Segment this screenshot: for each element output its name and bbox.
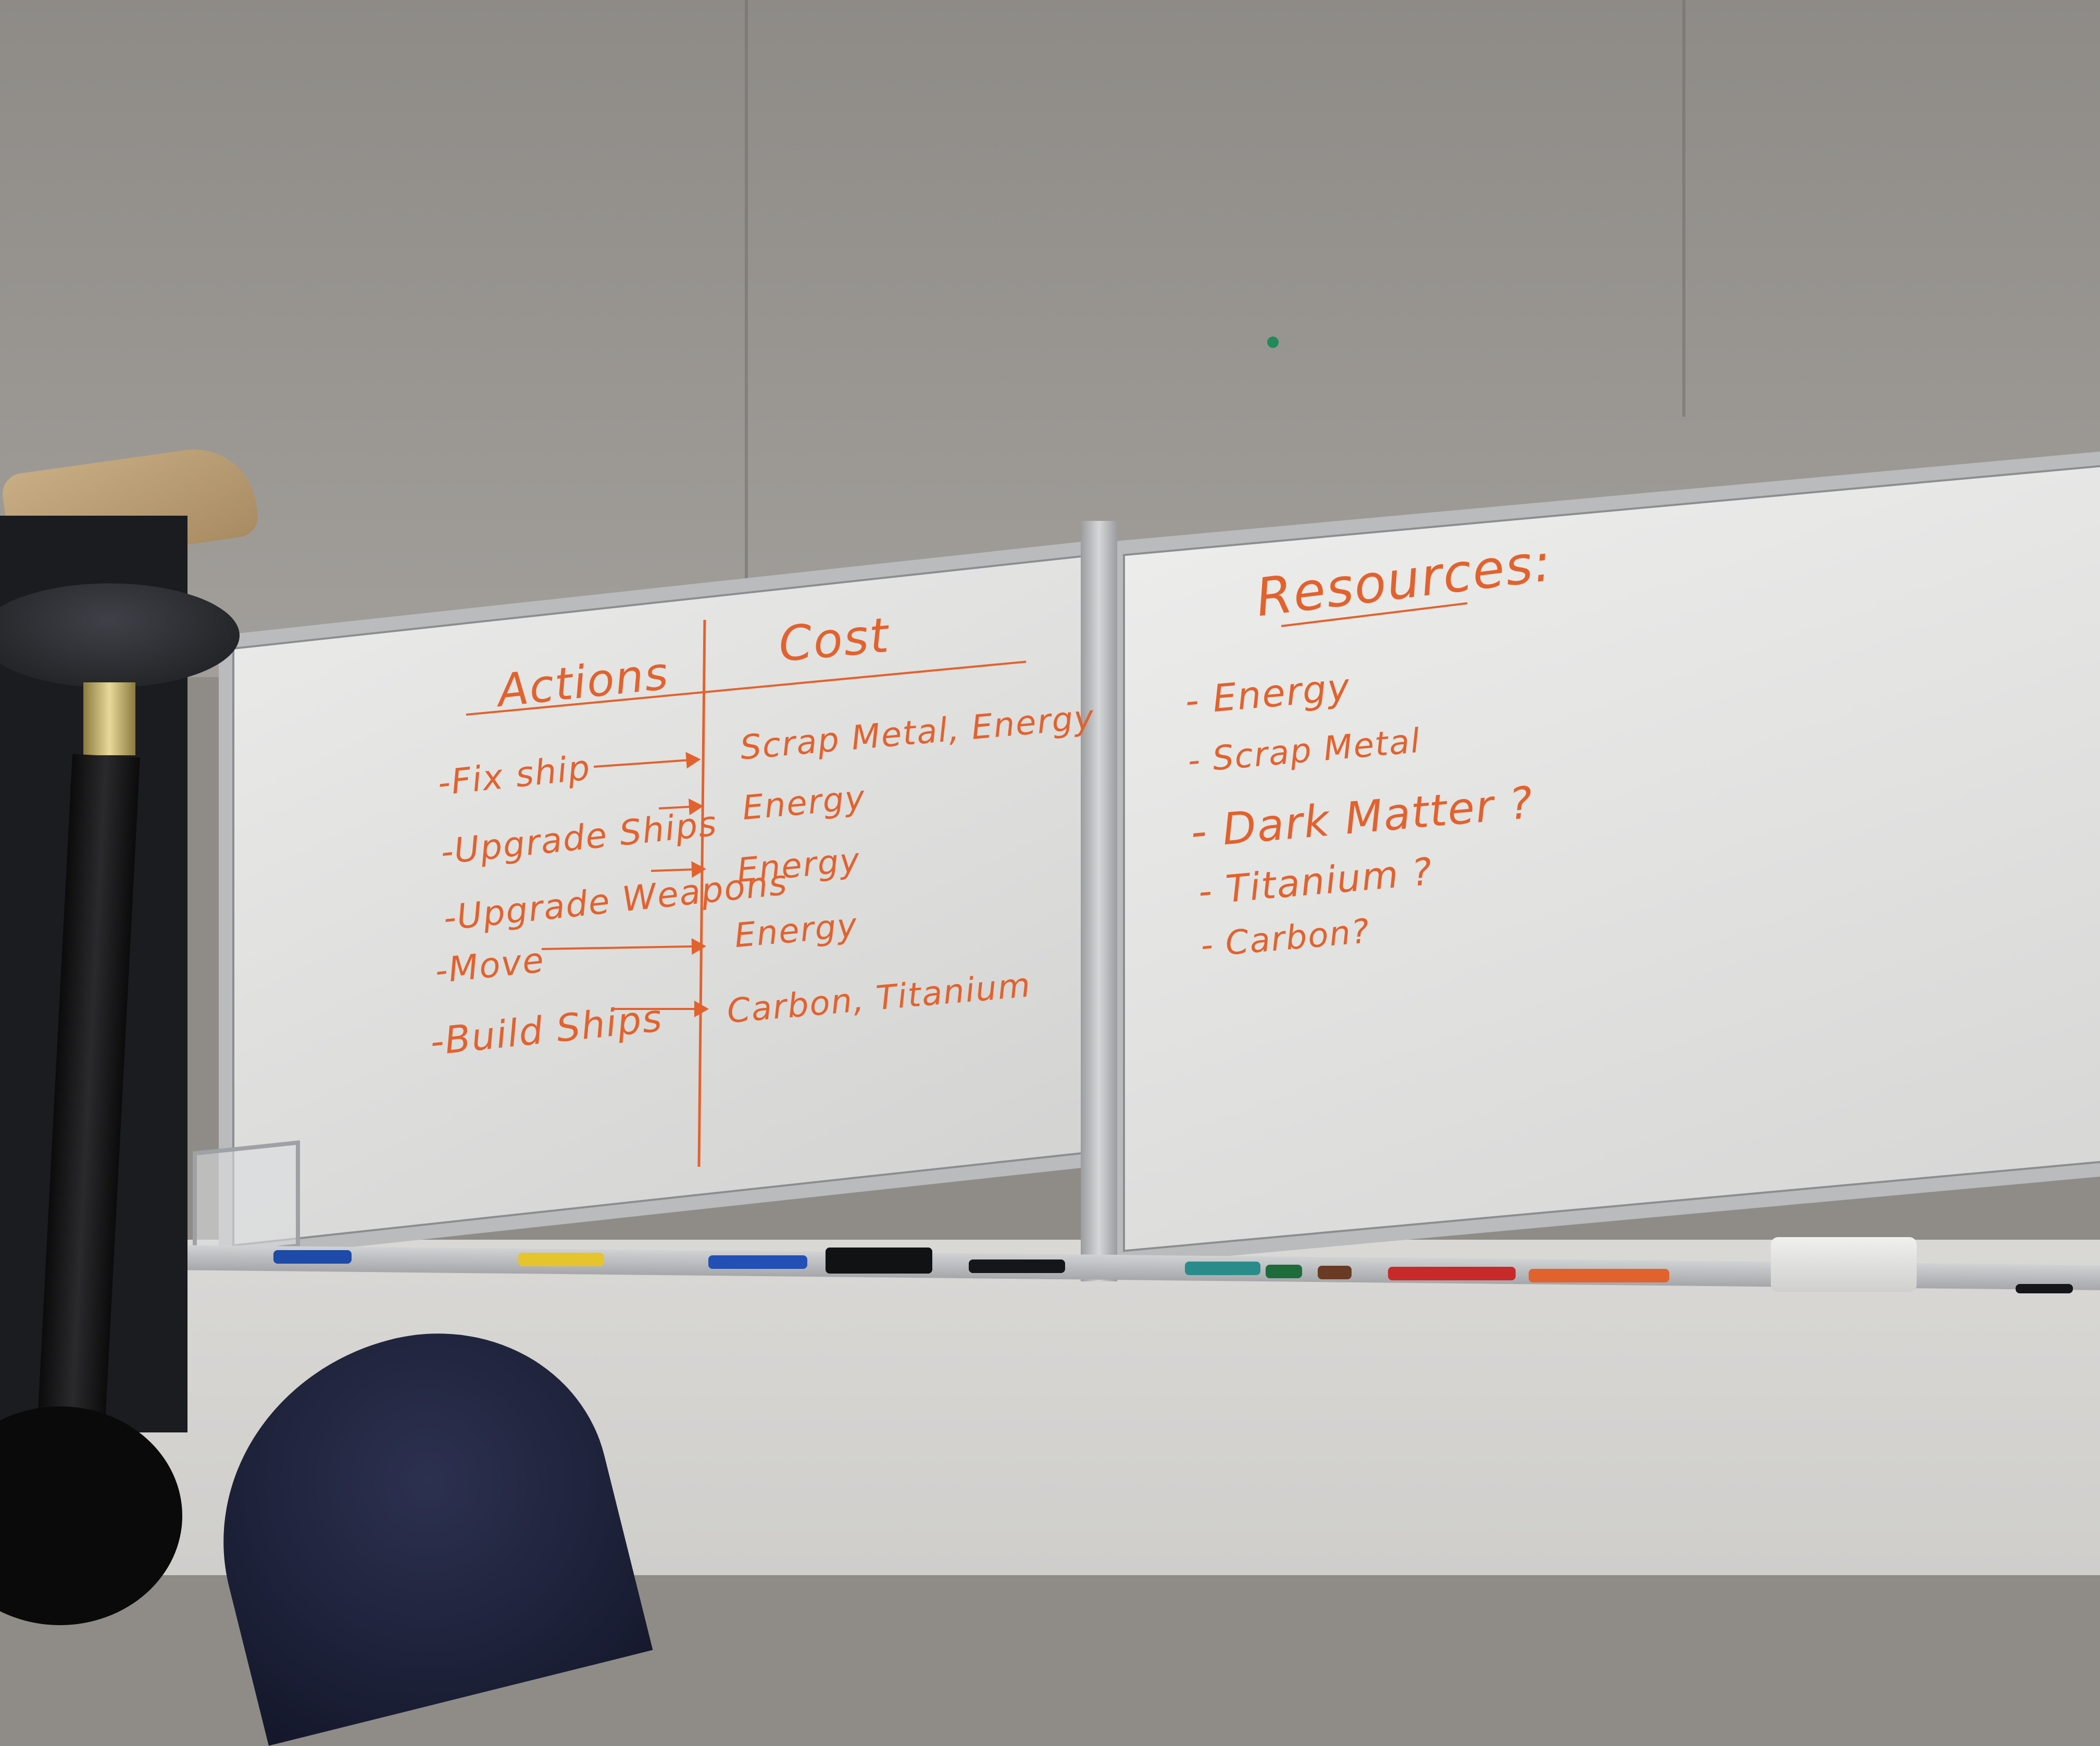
whiteboard: Actions Cost -Fix ship Scrap Metal, Ener… bbox=[0, 0, 2100, 1575]
arrow bbox=[612, 1001, 709, 1017]
whiteboard-eraser[interactable] bbox=[826, 1248, 932, 1274]
red-marker[interactable] bbox=[1388, 1267, 1516, 1280]
lamp-brass-collar bbox=[83, 682, 135, 755]
wall-seam bbox=[1682, 0, 1685, 417]
green-marker[interactable] bbox=[1266, 1265, 1302, 1278]
blue-marker[interactable] bbox=[708, 1255, 807, 1269]
push-pin bbox=[1267, 336, 1279, 348]
black-marker[interactable] bbox=[2016, 1284, 2073, 1293]
blue-marker[interactable] bbox=[273, 1250, 352, 1264]
yellow-marker[interactable] bbox=[518, 1253, 604, 1266]
whiteboard-center-frame bbox=[1081, 521, 1117, 1281]
lamp-shade bbox=[0, 583, 240, 688]
heading-cost: Cost bbox=[776, 607, 892, 673]
classroom-scene: Actions Cost -Fix ship Scrap Metal, Ener… bbox=[0, 0, 2100, 1575]
brown-marker[interactable] bbox=[1318, 1266, 1352, 1279]
wall-seam bbox=[745, 0, 748, 599]
black-marker[interactable] bbox=[969, 1259, 1065, 1273]
cleaner-bottle[interactable] bbox=[1771, 1237, 1917, 1292]
teal-marker[interactable] bbox=[1185, 1262, 1260, 1275]
orange-marker[interactable] bbox=[1529, 1269, 1669, 1282]
eraser-holder bbox=[193, 1140, 300, 1259]
